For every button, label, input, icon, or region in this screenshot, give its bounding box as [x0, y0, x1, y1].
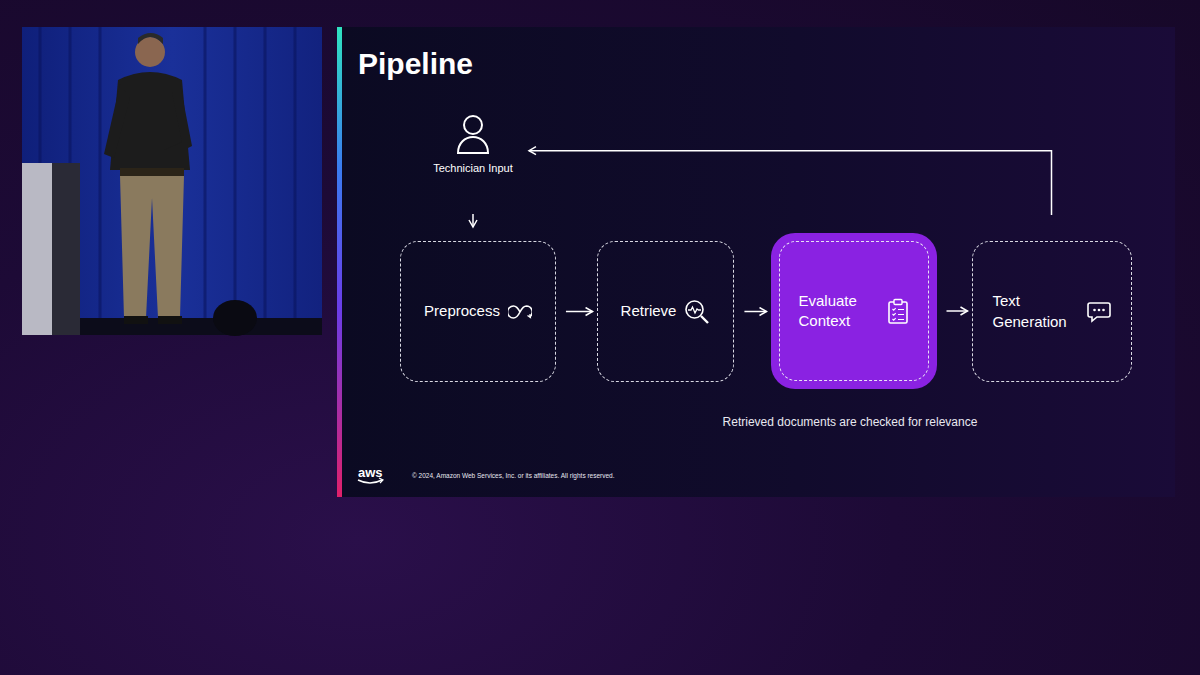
step-caption: Retrieved documents are checked for rele…: [723, 415, 978, 429]
search-icon: [684, 299, 710, 325]
process-box: Text Generation: [972, 241, 1132, 382]
copyright-note: © 2024, Amazon Web Services, Inc. or its…: [412, 472, 615, 479]
flow-arrow: [947, 310, 968, 312]
clip-icon: [887, 298, 909, 324]
node-text-group: Evaluate Context: [799, 291, 871, 332]
chat-icon: [1087, 301, 1111, 323]
accent-bar: [337, 27, 342, 497]
node-text-group: Text Generation: [993, 291, 1073, 332]
slide-title: Pipeline: [358, 47, 473, 81]
flow-arrow: [744, 311, 766, 313]
node-text-group: Retrieve: [621, 301, 677, 321]
process-box: Retrieve: [597, 241, 735, 382]
person-icon: [455, 114, 491, 154]
infinity-icon: [508, 303, 532, 321]
person-node: Technician Input: [420, 112, 526, 204]
node-label: Retrieve: [621, 301, 677, 321]
highlighted-process-box: Evaluate Context: [771, 233, 937, 389]
process-box: Preprocess: [400, 241, 556, 382]
flow-arrow: [529, 151, 1052, 215]
flow-arrow: [566, 311, 593, 313]
flow-arrow: [472, 214, 474, 227]
node-text-group: Technician Input: [433, 162, 513, 174]
logo-text: aws: [358, 465, 383, 480]
node-text-group: Preprocess: [424, 301, 500, 321]
node-label: Evaluate Context: [799, 291, 871, 332]
node-label: Preprocess: [424, 301, 500, 321]
node-label: Text Generation: [993, 291, 1073, 332]
node-label: Technician Input: [433, 162, 513, 174]
